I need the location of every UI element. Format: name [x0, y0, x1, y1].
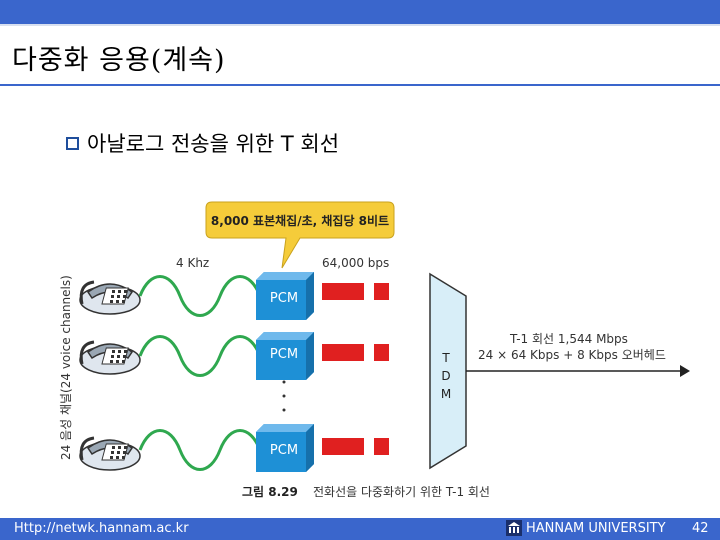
university-logo-icon: [506, 520, 522, 536]
label-bps: 64,000 bps: [322, 256, 389, 270]
ellipsis: [282, 380, 286, 412]
t1-line-label-1: T-1 회선 1,544 Mbps: [509, 332, 628, 346]
tdm-letter-m: M: [441, 387, 451, 401]
side-label: 24 음성 채널(24 voice channels): [59, 275, 73, 460]
checkbox-bullet-icon: [66, 136, 79, 150]
bullet-item: 아날로그 전송을 위한 T 회선: [66, 128, 339, 158]
channel-row-1: PCM: [78, 272, 389, 320]
telephone-icon: [78, 280, 142, 316]
channel-row-2: PCM: [78, 332, 389, 380]
tdm-multiplexer: T D M: [429, 272, 467, 470]
bullet-text: 아날로그 전송을 위한 T 회선: [87, 132, 340, 156]
callout-text: 8,000 표본채집/초, 채집당 8비트: [211, 213, 389, 228]
pcm-label-2: PCM: [270, 347, 298, 362]
footer-url: Http://netwk.hannam.ac.kr: [14, 521, 189, 536]
slide-title: 다중화 응용(계속): [12, 45, 226, 76]
caption-number: 그림 8.29: [242, 485, 298, 499]
title-rule: [0, 84, 720, 86]
footer-bar: [0, 518, 720, 540]
caption-text: 전화선을 다중화하기 위한 T-1 회선: [313, 485, 490, 499]
channel-row-3: PCM: [78, 424, 389, 472]
telephone-icon: [78, 340, 142, 376]
top-bar: [0, 0, 720, 24]
footer-university: HANNAM UNIVERSITY: [506, 520, 666, 536]
telephone-icon: [78, 436, 142, 472]
top-bar-line: [0, 24, 720, 26]
university-name: HANNAM UNIVERSITY: [526, 520, 666, 536]
tdm-letter-d: D: [441, 369, 450, 383]
arrow-head-icon: [680, 365, 690, 377]
pcm-label-3: PCM: [270, 443, 298, 458]
tdm-letter-t: T: [441, 351, 450, 365]
pcm-label-1: PCM: [270, 291, 298, 306]
label-4khz: 4 Khz: [176, 256, 209, 270]
t1-line-label-2: 24 × 64 Kbps + 8 Kbps 오버헤드: [478, 348, 666, 362]
callout: 8,000 표본채집/초, 채집당 8비트: [205, 201, 395, 269]
page-number: 42: [692, 521, 709, 536]
